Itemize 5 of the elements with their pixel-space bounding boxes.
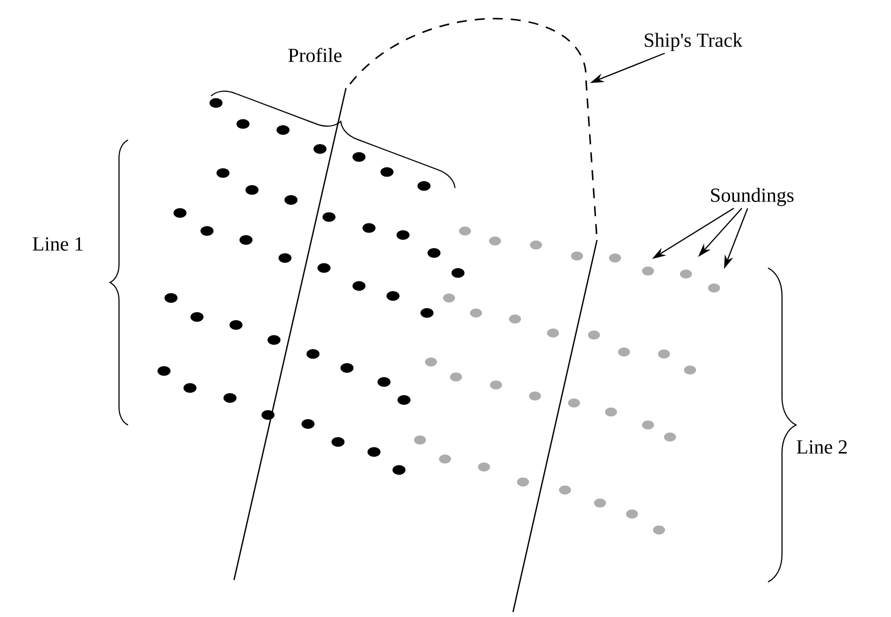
bracket-label: Line 2: [796, 440, 847, 454]
bracket-label: Profile: [288, 48, 342, 62]
leader-text: Soundings: [711, 188, 794, 206]
leader-text: Ship's Track: [644, 32, 743, 52]
bracket-label: Line 1: [32, 237, 83, 251]
